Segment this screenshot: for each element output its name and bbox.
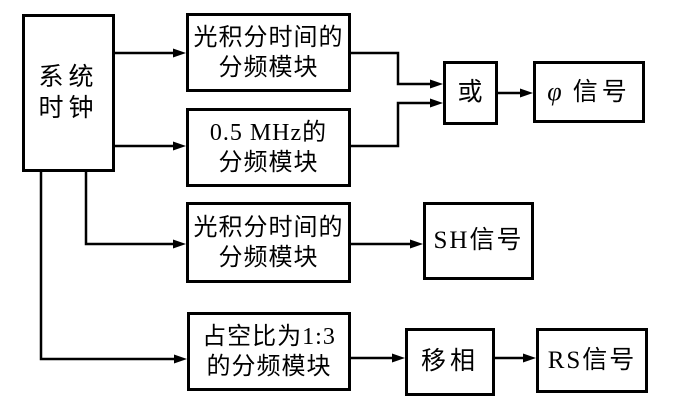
arrowhead-icon [410, 239, 423, 249]
node-optical-integration-divider-mid: 光积分时间的 分频模块 [186, 202, 351, 283]
node-label: 占空比为1:3 的分频模块 [202, 323, 336, 380]
arrowhead-icon [174, 354, 187, 364]
connector-mhz-to-or [351, 98, 443, 148]
arrowhead-icon [520, 88, 533, 98]
connector-shift-to-rs [495, 353, 536, 363]
node-sh-signal: SH信号 [423, 202, 534, 280]
connector-optical-top-to-or [351, 51, 443, 89]
connector-sysclock-to-mhz [115, 141, 186, 151]
arrowhead-icon [392, 353, 405, 363]
node-optical-integration-divider-top: 光积分时间的 分频模块 [186, 13, 351, 92]
connector-sysclock-to-duty [39, 170, 187, 364]
node-label: 光积分时间的 分频模块 [193, 214, 344, 271]
node-label: 移相 [420, 348, 479, 375]
node-label: 0.5 MHz的 分频模块 [209, 119, 328, 176]
arrowhead-icon [173, 239, 186, 249]
node-system-clock: 系统 时钟 [22, 14, 115, 172]
node-label: RS信号 [547, 346, 637, 374]
connector-sysclock-to-optical-mid [84, 170, 186, 249]
connector-duty-to-shift [351, 353, 405, 363]
arrowhead-icon [430, 98, 443, 108]
node-label: 光积分时间的 分频模块 [193, 24, 344, 81]
arrowhead-icon [173, 141, 186, 151]
phi-signal-text: 信号 [572, 78, 631, 106]
connector-or-to-phi [498, 88, 533, 98]
phi-symbol: φ [547, 76, 566, 106]
connector-sysclock-to-optical-top [115, 48, 186, 58]
connector-optical-mid-to-sh [351, 239, 423, 249]
node-label: SH信号 [433, 227, 524, 254]
node-half-mhz-divider: 0.5 MHz的 分频模块 [186, 108, 351, 187]
node-phase-shift: 移相 [405, 328, 495, 396]
node-label: 系统 时钟 [38, 64, 99, 122]
node-label: 或 [457, 79, 484, 106]
node-or-gate: 或 [443, 61, 498, 125]
node-rs-signal: RS信号 [536, 328, 648, 393]
arrowhead-icon [430, 79, 443, 89]
node-duty-cycle-divider: 占空比为1:3 的分频模块 [187, 312, 351, 391]
arrowhead-icon [173, 48, 186, 58]
arrowhead-icon [523, 353, 536, 363]
